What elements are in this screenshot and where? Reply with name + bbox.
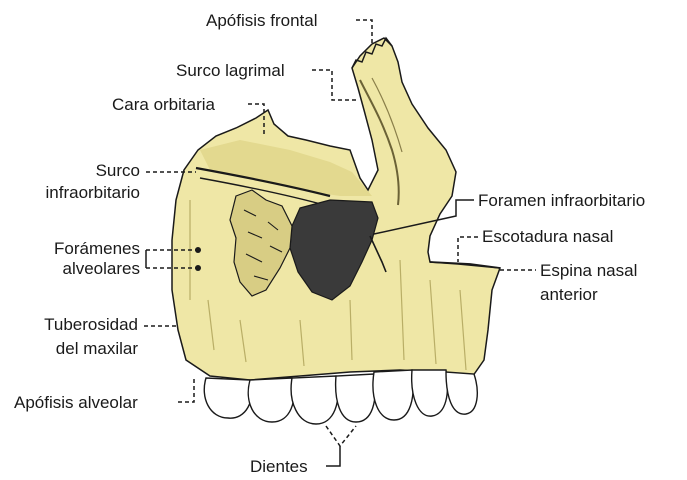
label-dientes: Dientes — [250, 456, 308, 477]
tooth — [204, 378, 251, 418]
label-espina-nasal: Espina nasal — [540, 260, 637, 281]
label-escotadura-nasal: Escotadura nasal — [482, 226, 613, 247]
tooth — [446, 372, 477, 414]
label-tuberosidad: Tuberosidad — [10, 314, 138, 335]
tooth — [412, 370, 448, 416]
label-apofisis-alveolar: Apófisis alveolar — [14, 392, 138, 413]
label-foramen-infraorbitario: Foramen infraorbitario — [478, 190, 645, 211]
leader-escotadura-nasal — [458, 237, 478, 262]
leader-apofisis-alveolar — [178, 376, 194, 402]
tooth — [291, 376, 338, 424]
leader-dientes-stem — [326, 446, 340, 466]
tooth — [373, 370, 413, 420]
label-cara-orbitaria: Cara orbitaria — [112, 94, 215, 115]
label-del-maxilar: del maxilar — [10, 338, 138, 359]
tooth — [248, 378, 294, 422]
label-infraorbitario: infraorbitario — [10, 182, 140, 203]
leader-dientes — [326, 426, 356, 446]
label-anterior: anterior — [540, 284, 598, 305]
leader-surco-lagrimal — [312, 70, 356, 100]
label-foramenes: Forámenes — [20, 238, 140, 259]
label-apofisis-frontal: Apófisis frontal — [206, 10, 318, 31]
label-surco-lagrimal: Surco lagrimal — [176, 60, 285, 81]
label-alveolares: alveolares — [20, 258, 140, 279]
tooth — [336, 374, 376, 422]
leader-apofisis-frontal — [356, 20, 372, 44]
label-surco: Surco — [20, 160, 140, 181]
